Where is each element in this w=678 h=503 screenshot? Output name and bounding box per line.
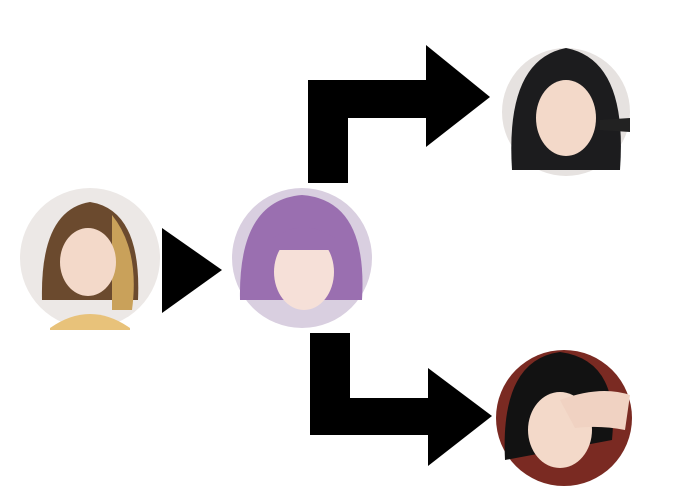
elbow-arrow-up [308, 45, 490, 183]
person-photo-4 [496, 350, 632, 486]
arrow-right [162, 228, 222, 313]
person-photo-1 [20, 188, 160, 330]
person-photo-3 [502, 48, 630, 176]
person-photo-2 [232, 188, 372, 328]
elbow-arrow-down [310, 333, 492, 466]
